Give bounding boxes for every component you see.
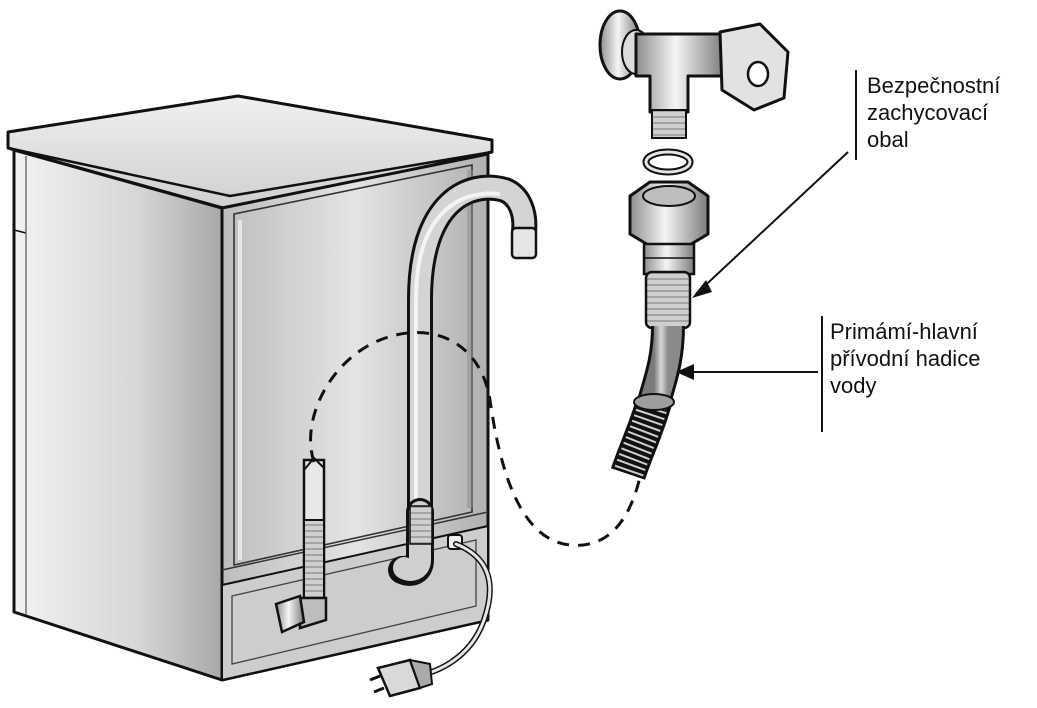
water-inlet-connector [274, 456, 328, 634]
callout-line: Bezpečnostní [867, 73, 1001, 98]
water-supply-hose [610, 180, 710, 480]
safety-casing [644, 270, 692, 330]
callout-hose-leader [676, 316, 823, 432]
callout-line: zachycovací [867, 100, 989, 125]
callout-line: vody [830, 373, 877, 398]
callout-line: Primámí-hlavní [830, 319, 978, 344]
drain-hose [388, 174, 538, 586]
power-cable [369, 534, 493, 698]
callout-line: přívodní hadice [830, 346, 981, 371]
power-plug [369, 658, 434, 698]
callout-label-safety-casing: Bezpečnostní zachycovací obal [867, 72, 1000, 153]
dishwasher-front-panel [12, 148, 224, 682]
callout-label-main-hose: Primámí-hlavní přívodní hadice vody [830, 318, 980, 399]
callout-safety-leader [692, 70, 857, 298]
water-tap-valve [598, 9, 790, 139]
callout-line: obal [867, 127, 909, 152]
hose-route-dashed [309, 331, 648, 547]
